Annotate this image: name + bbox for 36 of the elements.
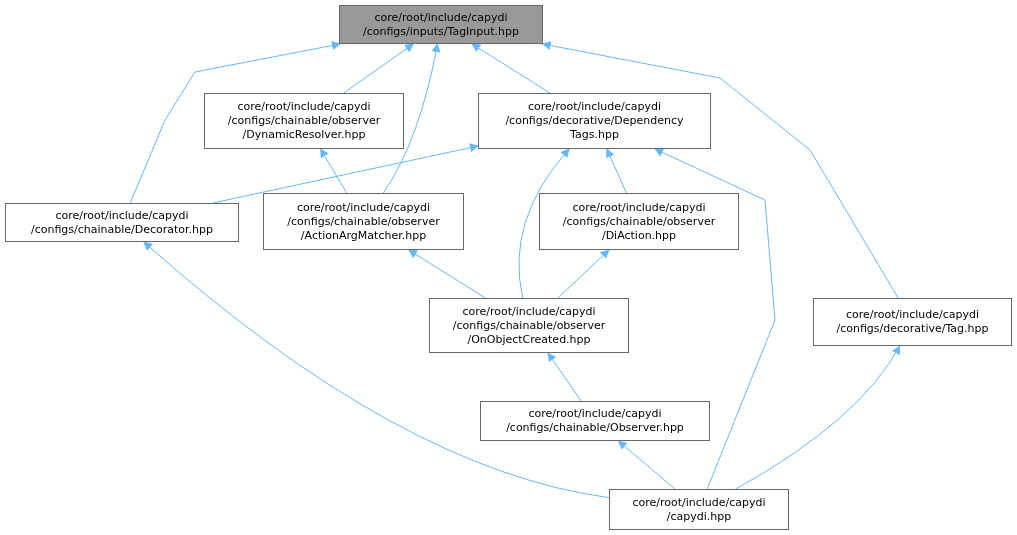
arrow — [343, 43, 415, 94]
file-path: core/root/include/capydi /capydi.hpp — [631, 495, 767, 524]
arrow — [617, 440, 676, 490]
file-node — [609, 489, 789, 530]
file-node — [478, 93, 711, 149]
file-node — [429, 298, 629, 353]
arrow — [320, 148, 348, 194]
arrow — [606, 148, 627, 194]
arrow — [212, 143, 479, 204]
file-path: core/root/include/capydi /configs/chainable/observer /ActionArgMatcher.hpp — [286, 200, 441, 243]
file-path: core/root/include/capydi /configs/chainable/Decorator.hpp — [29, 208, 215, 237]
arrow — [541, 41, 899, 299]
file-node — [539, 193, 739, 250]
arrow — [143, 241, 610, 499]
file-path: core/root/include/capydi /configs/chainable/observer /DiAction.hpp — [561, 200, 717, 243]
file-node — [204, 93, 404, 149]
file-node — [263, 193, 464, 250]
file-path: core/root/include/capydi /configs/decorative/Dependency Tags.hpp — [504, 100, 685, 142]
arrow — [735, 345, 901, 490]
file-path: core/root/include/capydi /configs/decorative/Tag.hpp — [835, 308, 990, 336]
file-node — [480, 401, 710, 441]
arrow — [654, 148, 776, 490]
arrow — [557, 249, 610, 299]
arrow — [518, 148, 570, 299]
file-path: core/root/include/capydi /configs/inputs/TagInput.hpp — [361, 10, 521, 39]
arrow — [408, 249, 486, 299]
file-path: core/root/include/capydi /configs/chainable/Observer.hpp — [505, 407, 685, 435]
file-node — [339, 5, 543, 44]
arrow — [547, 352, 582, 402]
file-path: core/root/include/capydi /configs/chainable/observer /DynamicResolver.hpp — [226, 100, 382, 142]
file-node — [5, 203, 239, 242]
arrow — [129, 41, 341, 204]
arrow — [471, 43, 551, 94]
arrow — [382, 43, 441, 194]
file-path: core/root/include/capydi /configs/chainable/observer /OnObjectCreated.hpp — [451, 304, 607, 347]
file-node — [813, 298, 1012, 346]
